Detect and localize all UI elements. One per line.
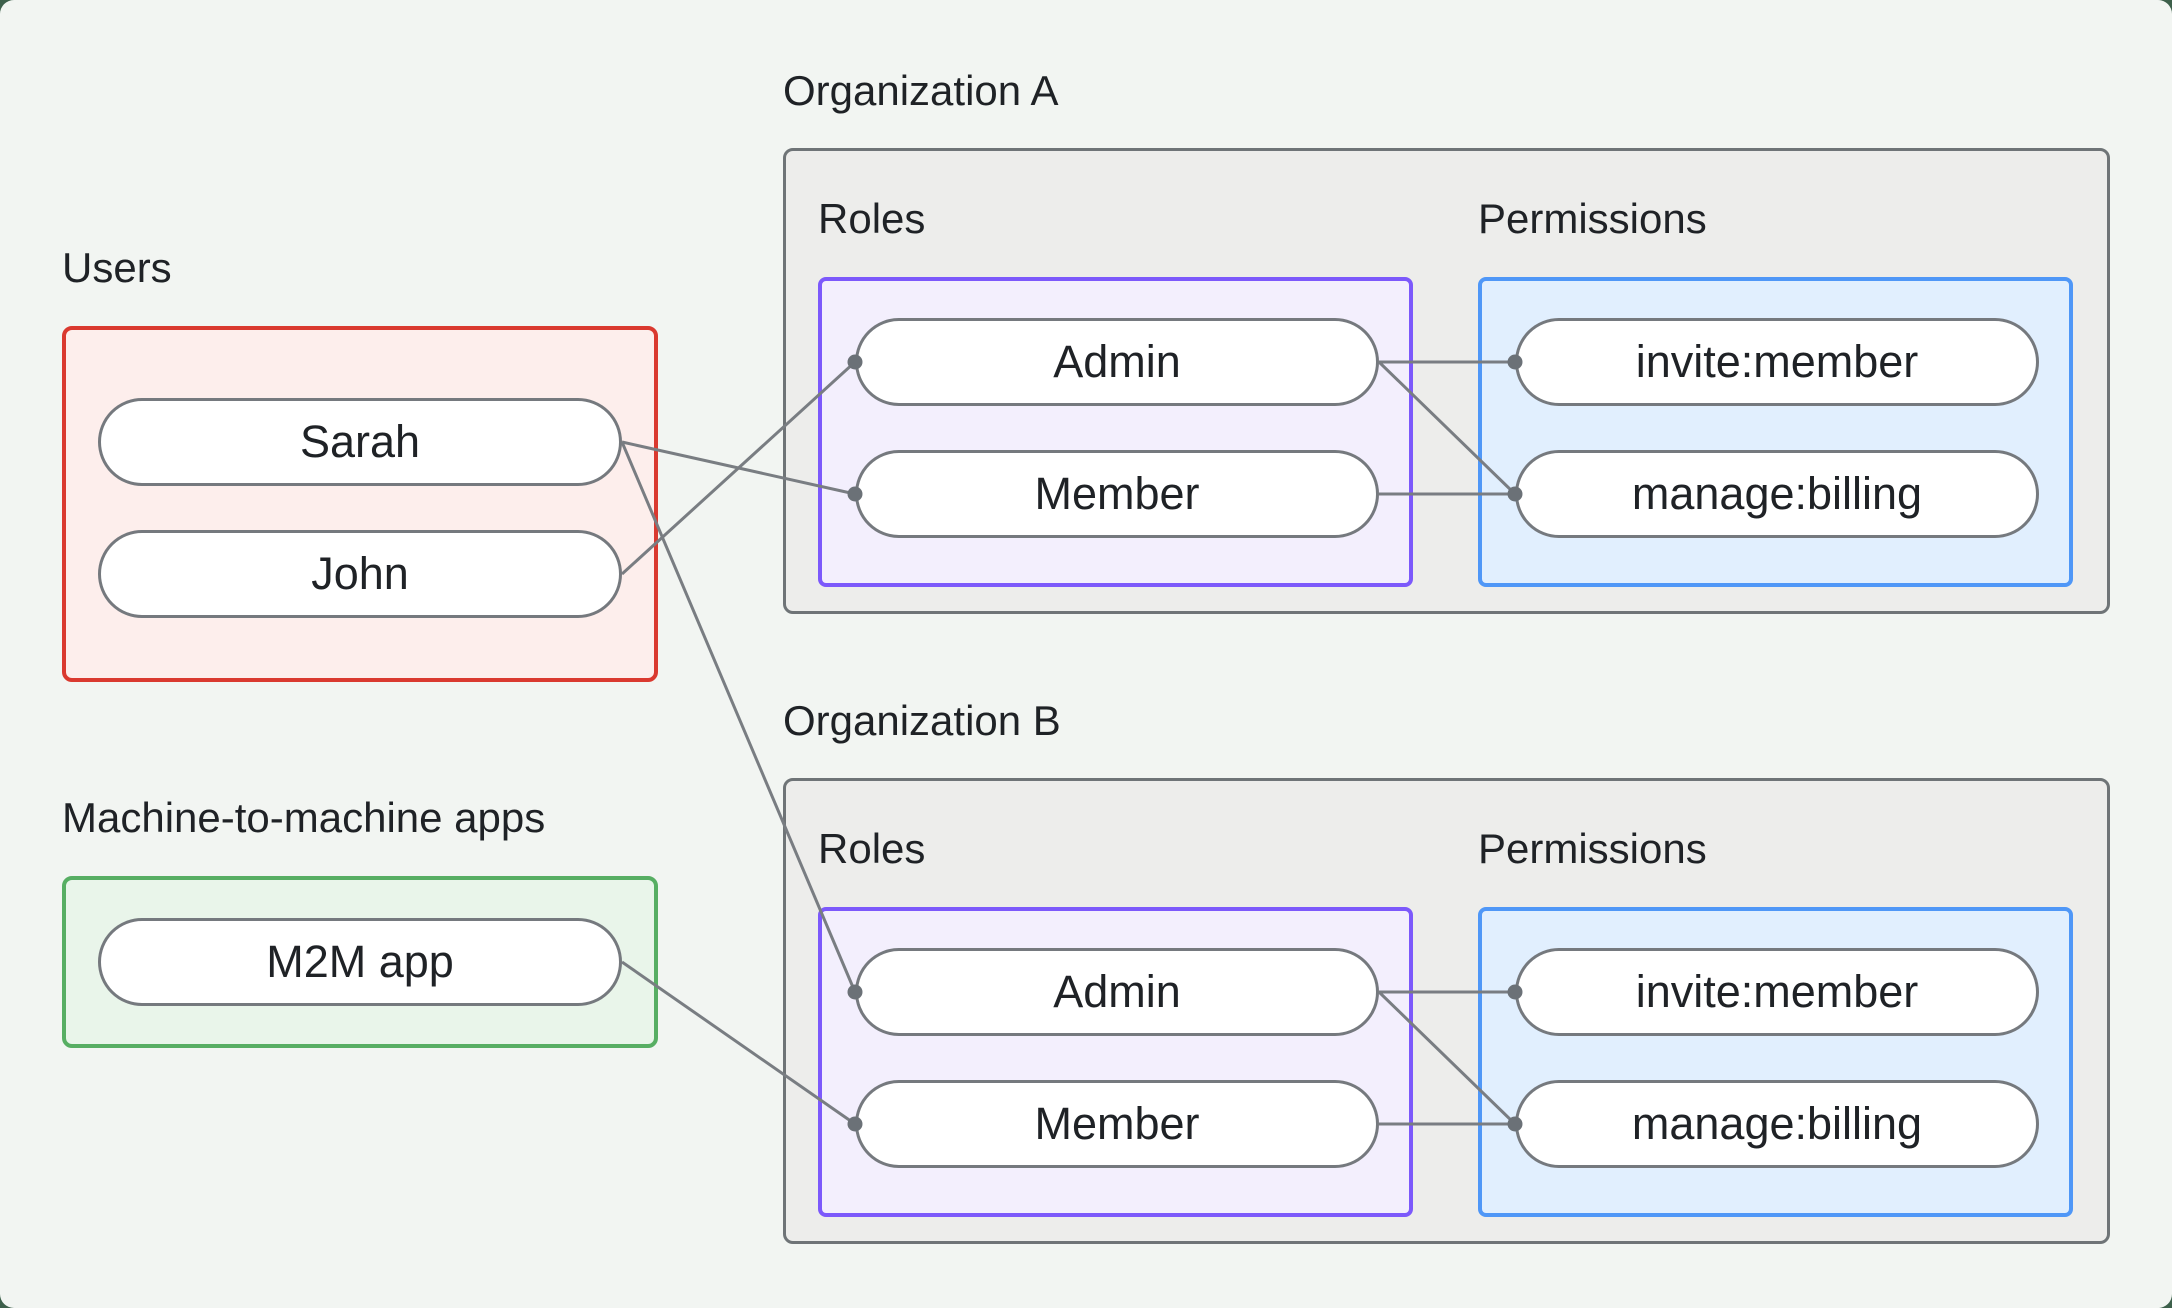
org-a-permissions-label: Permissions: [1478, 195, 1707, 242]
user-node-john: John: [98, 530, 622, 618]
org-a-role-admin: Admin: [855, 318, 1379, 406]
org-a-roles-label: Roles: [818, 195, 926, 242]
org-b-permission-invite-member: invite:member: [1515, 948, 2039, 1036]
org-b-title: Organization B: [783, 697, 1061, 744]
m2m-app-node: M2M app: [98, 918, 622, 1006]
org-b-permission-manage-billing: manage:billing: [1515, 1080, 2039, 1168]
m2m-group-label: Machine-to-machine apps: [62, 794, 546, 841]
org-b-role-admin: Admin: [855, 948, 1379, 1036]
org-a-role-member: Member: [855, 450, 1379, 538]
org-a-permission-manage-billing: manage:billing: [1515, 450, 2039, 538]
users-group-label: Users: [62, 244, 172, 291]
org-a-permission-invite-member: invite:member: [1515, 318, 2039, 406]
user-node-sarah: Sarah: [98, 398, 622, 486]
users-group-box: [62, 326, 658, 682]
org-b-role-member: Member: [855, 1080, 1379, 1168]
org-b-roles-label: Roles: [818, 825, 926, 872]
org-b-permissions-label: Permissions: [1478, 825, 1707, 872]
org-a-title: Organization A: [783, 67, 1059, 114]
